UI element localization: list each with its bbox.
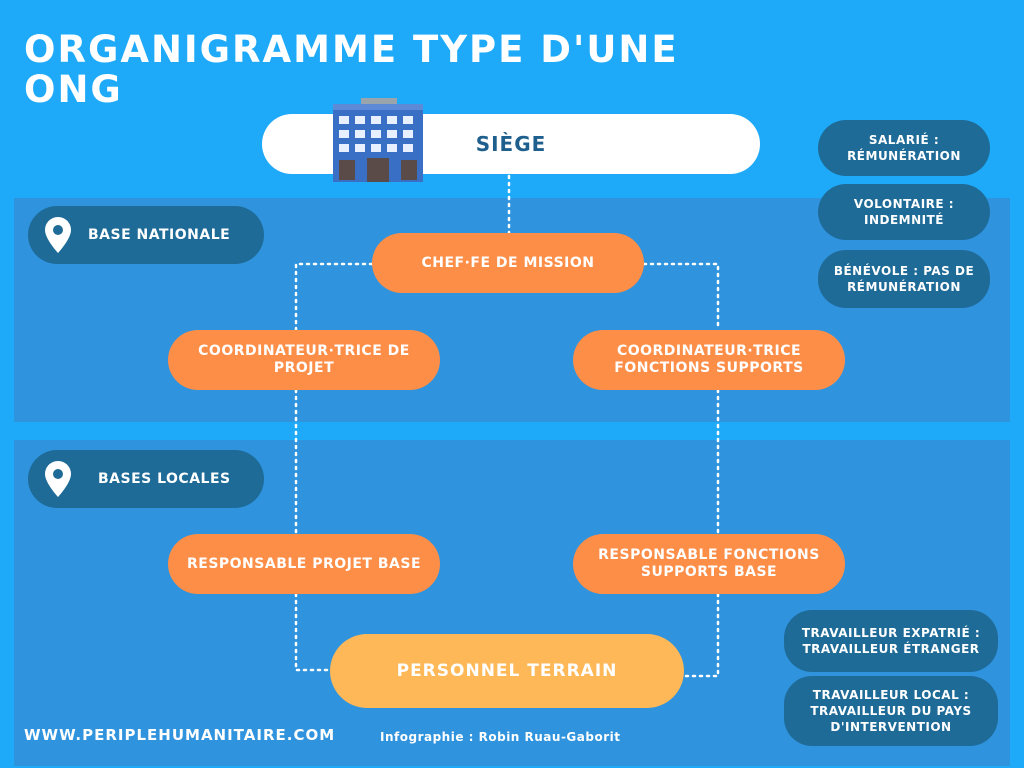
legend-salarie-text: SALARIÉ : RÉMUNÉRATION <box>847 133 961 163</box>
legend-local-text: TRAVAILLEUR LOCAL : TRAVAILLEUR DU PAYS … <box>810 688 972 734</box>
credit-text: Infographie : Robin Ruau-Gaborit <box>380 730 621 744</box>
bases-locales-text: BASES LOCALES <box>98 471 231 487</box>
legend-benevole: BÉNÉVOLE : PAS DE RÉMUNÉRATION <box>818 250 990 308</box>
building-icon <box>333 98 423 182</box>
coordinateur-supports-node: COORDINATEUR·TRICE FONCTIONS SUPPORTS <box>573 330 845 390</box>
location-pin-icon <box>28 461 88 497</box>
connector-chef-coord-projet <box>294 262 374 332</box>
legend-salarie: SALARIÉ : RÉMUNÉRATION <box>818 120 990 176</box>
base-nationale-text: BASE NATIONALE <box>88 227 231 243</box>
bases-locales-label: BASES LOCALES <box>28 450 264 508</box>
base-nationale-label: BASE NATIONALE <box>28 206 264 264</box>
legend-volontaire-text: VOLONTAIRE : INDEMNITÉ <box>853 197 955 227</box>
coordinateur-projet-label: COORDINATEUR·TRICE DE PROJET <box>198 343 410 376</box>
legend-expatrie-text: TRAVAILLEUR EXPATRIÉ : TRAVAILLEUR ÉTRAN… <box>801 626 981 656</box>
siege-label: SIÈGE <box>475 132 547 156</box>
chef-mission-node: CHEF·FE DE MISSION <box>372 233 644 293</box>
legend-benevole-text: BÉNÉVOLE : PAS DE RÉMUNÉRATION <box>833 264 975 294</box>
coordinateur-supports-label: COORDINATEUR·TRICE FONCTIONS SUPPORTS <box>614 343 804 376</box>
coordinateur-projet-node: COORDINATEUR·TRICE DE PROJET <box>168 330 440 390</box>
connector-chef-coord-supports <box>642 262 720 332</box>
chef-mission-label: CHEF·FE DE MISSION <box>421 254 595 271</box>
connector-resp-supports-terrain <box>682 592 720 678</box>
location-pin-icon <box>28 217 88 253</box>
legend-travailleur-local: TRAVAILLEUR LOCAL : TRAVAILLEUR DU PAYS … <box>784 676 998 746</box>
personnel-terrain-label: PERSONNEL TERRAIN <box>396 661 618 681</box>
personnel-terrain-node: PERSONNEL TERRAIN <box>330 634 684 708</box>
legend-travailleur-expatrie: TRAVAILLEUR EXPATRIÉ : TRAVAILLEUR ÉTRAN… <box>784 610 998 672</box>
legend-volontaire: VOLONTAIRE : INDEMNITÉ <box>818 184 990 240</box>
connector-resp-projet-terrain <box>294 592 332 672</box>
website-link[interactable]: WWW.PERIPLEHUMANITAIRE.COM <box>24 726 336 744</box>
responsable-supports-node: RESPONSABLE FONCTIONS SUPPORTS BASE <box>573 534 845 594</box>
responsable-projet-node: RESPONSABLE PROJET BASE <box>168 534 440 594</box>
responsable-projet-label: RESPONSABLE PROJET BASE <box>186 555 422 572</box>
responsable-supports-label: RESPONSABLE FONCTIONS SUPPORTS BASE <box>598 547 820 580</box>
page-title: ORGANIGRAMME TYPE D'UNE ONG <box>24 28 679 111</box>
